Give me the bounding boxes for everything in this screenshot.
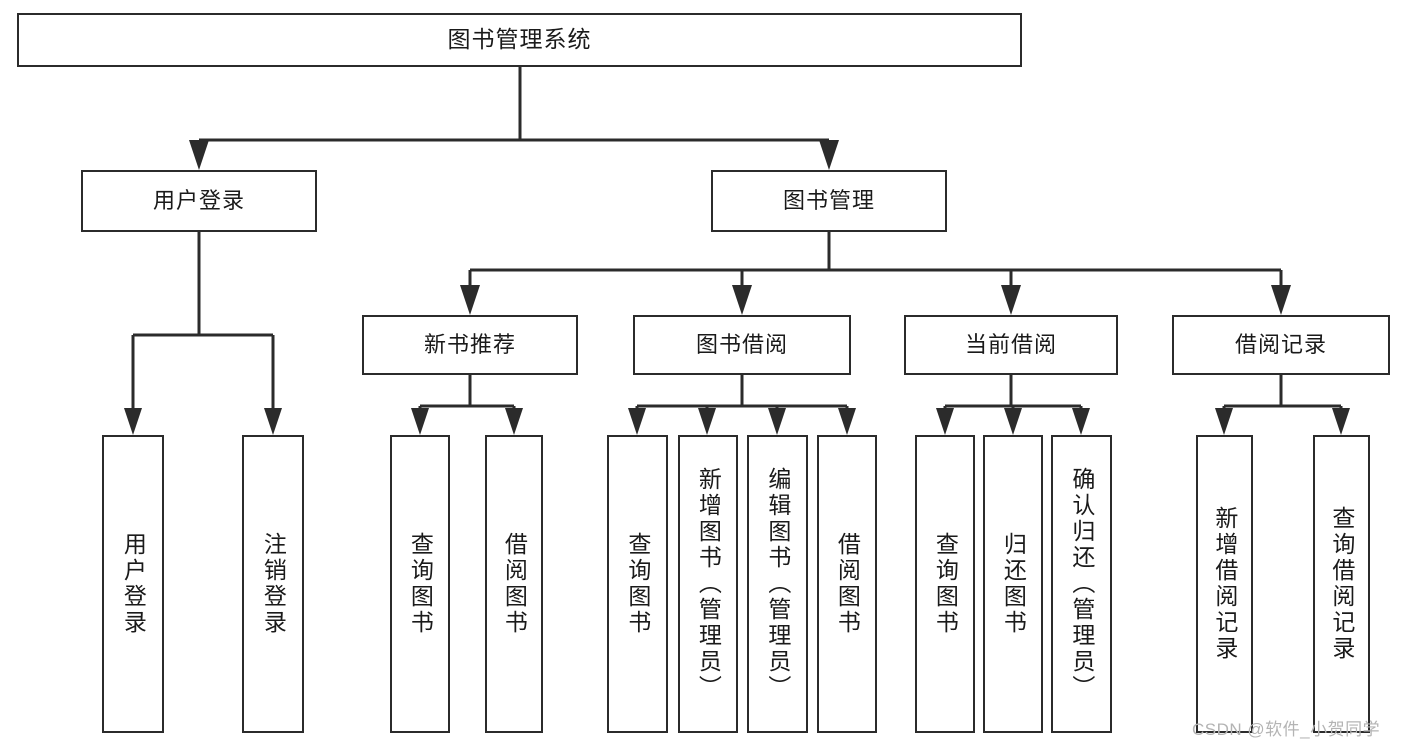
node-label: 查询图书 bbox=[932, 532, 959, 636]
leaf-query-book-recommend[interactable]: 查询图书 bbox=[390, 435, 450, 733]
node-label: 图书管理 bbox=[782, 187, 875, 213]
node-label: 新增图书（管理员） bbox=[695, 467, 722, 701]
csdn-watermark: CSDN @软件_小贺同学 bbox=[1192, 720, 1381, 739]
node-label: 查询借阅记录 bbox=[1328, 506, 1355, 662]
node-label: 新书推荐 bbox=[423, 331, 516, 357]
node-label: 注销登录 bbox=[260, 532, 287, 636]
leaf-borrow-book[interactable]: 借阅图书 bbox=[817, 435, 877, 733]
node-label: 编辑图书（管理员） bbox=[764, 467, 791, 701]
leaf-add-borrow-record[interactable]: 新增借阅记录 bbox=[1196, 435, 1253, 733]
node-new-book-recommend[interactable]: 新书推荐 bbox=[362, 315, 578, 375]
node-label: 查询图书 bbox=[407, 532, 434, 636]
node-user-login[interactable]: 用户登录 bbox=[81, 170, 317, 232]
leaf-edit-book-admin[interactable]: 编辑图书（管理员） bbox=[747, 435, 808, 733]
node-root-system[interactable]: 图书管理系统 bbox=[17, 13, 1022, 67]
leaf-query-book-current[interactable]: 查询图书 bbox=[915, 435, 975, 733]
node-label: 借阅图书 bbox=[834, 532, 861, 636]
leaf-confirm-return-admin[interactable]: 确认归还（管理员） bbox=[1051, 435, 1112, 733]
node-label: 图书管理系统 bbox=[447, 26, 592, 53]
leaf-user-login[interactable]: 用户登录 bbox=[102, 435, 164, 733]
leaf-query-borrow-record[interactable]: 查询借阅记录 bbox=[1313, 435, 1370, 733]
node-label: 借阅记录 bbox=[1234, 331, 1327, 357]
node-book-borrow[interactable]: 图书借阅 bbox=[633, 315, 851, 375]
node-label: 新增借阅记录 bbox=[1211, 506, 1238, 662]
leaf-borrow-book-recommend[interactable]: 借阅图书 bbox=[485, 435, 543, 733]
node-label: 用户登录 bbox=[152, 187, 245, 213]
leaf-add-book-admin[interactable]: 新增图书（管理员） bbox=[678, 435, 738, 733]
node-label: 当前借阅 bbox=[964, 331, 1057, 357]
leaf-user-logout[interactable]: 注销登录 bbox=[242, 435, 304, 733]
node-current-borrow[interactable]: 当前借阅 bbox=[904, 315, 1118, 375]
node-borrow-records[interactable]: 借阅记录 bbox=[1172, 315, 1390, 375]
node-label: 归还图书 bbox=[1000, 532, 1027, 636]
node-label: 图书借阅 bbox=[695, 331, 788, 357]
node-book-management[interactable]: 图书管理 bbox=[711, 170, 947, 232]
leaf-query-book-borrow[interactable]: 查询图书 bbox=[607, 435, 668, 733]
node-label: 用户登录 bbox=[120, 532, 147, 636]
node-label: 确认归还（管理员） bbox=[1068, 467, 1095, 701]
node-label: 查询图书 bbox=[624, 532, 651, 636]
node-label: 借阅图书 bbox=[501, 532, 528, 636]
leaf-return-book[interactable]: 归还图书 bbox=[983, 435, 1043, 733]
